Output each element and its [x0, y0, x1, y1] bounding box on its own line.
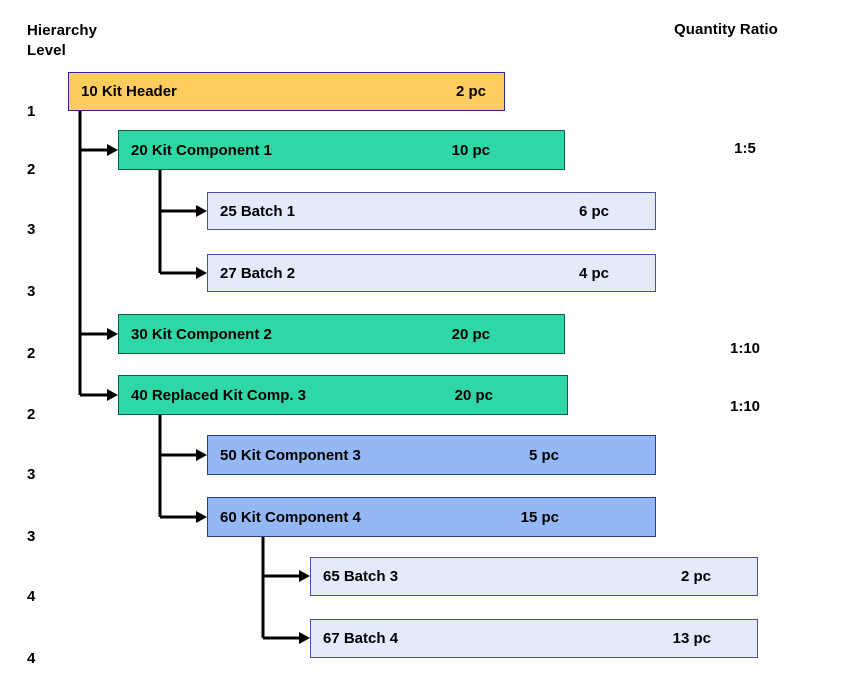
node-quantity-60: 15 pc [520, 508, 559, 526]
node-label-60: 60 Kit Component 4 [220, 508, 361, 526]
quantity-ratio-value: 1:5 [734, 140, 756, 157]
connector-20-to-27 [158, 170, 207, 279]
hierarchy-level-value: 2 [27, 406, 36, 423]
hierarchy-level-value: 4 [27, 588, 36, 605]
quantity-ratio-heading: Quantity Ratio [674, 21, 778, 38]
arrow-head-icon [107, 389, 118, 401]
hierarchy-level-heading: Hierarchy Level [27, 22, 98, 59]
node-quantity-25: 6 pc [578, 202, 609, 220]
node-box-40[interactable]: 40 Replaced Kit Comp. 3 20 pc [118, 375, 568, 415]
hierarchy-level-value: 1 [27, 103, 36, 120]
arrow-head-icon [299, 632, 310, 644]
node-quantity-65: 2 pc [680, 568, 711, 585]
node-label-30: 30 Kit Component 2 [131, 325, 272, 343]
node-label-40: 40 Replaced Kit Comp. 3 [131, 386, 307, 404]
node-quantity-30: 20 pc [451, 325, 490, 343]
arrow-head-icon [196, 511, 207, 523]
node-box-50[interactable]: 50 Kit Component 3 5 pc [207, 435, 656, 475]
connector-60-to-65 [261, 537, 310, 582]
node-label-65: 65 Batch 3 [323, 568, 399, 585]
hierarchy-level-value: 3 [27, 528, 36, 545]
node-label-27: 27 Batch 2 [220, 264, 296, 282]
node-label-50: 50 Kit Component 3 [220, 446, 361, 464]
connector-20-to-25 [158, 170, 207, 217]
node-box-65[interactable]: 65 Batch 3 2 pc [310, 557, 758, 596]
node-box-27[interactable]: 27 Batch 2 4 pc [207, 254, 656, 292]
connector-40-to-50 [158, 415, 207, 461]
arrow-head-icon [107, 328, 118, 340]
connector-60-to-67 [261, 537, 310, 644]
connector-40-to-60 [158, 415, 207, 523]
node-box-30[interactable]: 30 Kit Component 2 20 pc [118, 314, 565, 354]
node-label-10: 10 Kit Header [81, 83, 177, 100]
hierarchy-level-value: 2 [27, 161, 36, 178]
arrow-head-icon [196, 449, 207, 461]
arrow-head-icon [299, 570, 310, 582]
node-quantity-67: 13 pc [672, 630, 711, 647]
node-box-25[interactable]: 25 Batch 1 6 pc [207, 192, 656, 230]
arrow-head-icon [107, 144, 118, 156]
node-box-67[interactable]: 67 Batch 4 13 pc [310, 619, 758, 658]
hierarchy-level-value: 4 [27, 650, 36, 667]
node-box-20[interactable]: 20 Kit Component 1 10 pc [118, 130, 565, 170]
node-label-25: 25 Batch 1 [220, 202, 296, 220]
quantity-ratio-value: 1:10 [729, 340, 761, 357]
node-quantity-40: 20 pc [454, 386, 493, 404]
node-quantity-27: 4 pc [578, 264, 609, 282]
node-box-60[interactable]: 60 Kit Component 4 15 pc [207, 497, 656, 537]
node-quantity-10: 2 pc [455, 83, 486, 100]
hierarchy-level-value: 3 [27, 283, 36, 300]
connector-10-to-30 [78, 111, 118, 340]
connector-10-to-20 [78, 111, 118, 156]
arrow-head-icon [196, 267, 207, 279]
node-quantity-20: 10 pc [451, 141, 490, 159]
hierarchy-level-value: 2 [27, 345, 36, 362]
hierarchy-level-value: 3 [27, 466, 36, 483]
quantity-ratio-value: 1:10 [729, 398, 761, 415]
connector-10-to-40 [78, 111, 118, 401]
hierarchy-level-value: 3 [27, 221, 36, 238]
node-label-67: 67 Batch 4 [323, 630, 399, 647]
node-label-20: 20 Kit Component 1 [131, 141, 272, 159]
node-quantity-50: 5 pc [528, 446, 559, 464]
node-box-10[interactable]: 10 Kit Header 2 pc [68, 72, 505, 111]
arrow-head-icon [196, 205, 207, 217]
